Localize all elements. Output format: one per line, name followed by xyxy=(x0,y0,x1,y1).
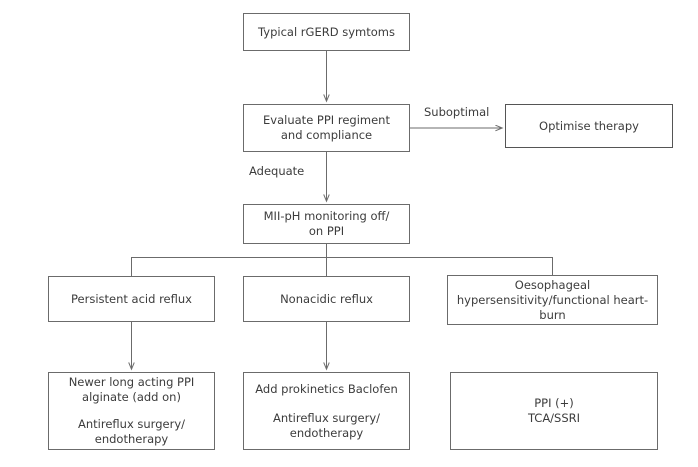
node-line: Persistent acid reflux xyxy=(71,291,192,306)
node-line: burn xyxy=(539,307,566,322)
node-line: endotherapy xyxy=(289,425,364,440)
node-typical-symptoms[interactable]: Typical rGERD symtoms xyxy=(243,13,410,51)
node-oesophageal-hypersensitivity[interactable]: Oesophageal hypersensitivity/functional … xyxy=(447,275,658,325)
edge-label-suboptimal: Suboptimal xyxy=(424,105,490,119)
node-optimise-therapy[interactable]: Optimise therapy xyxy=(505,104,673,148)
node-line: hypersensitivity/functional heart- xyxy=(456,292,649,307)
node-line: Nonacidic reflux xyxy=(280,291,373,306)
node-mii-ph-monitoring[interactable]: MII-pH monitoring off/ on PPI xyxy=(243,204,410,244)
node-ppi-tca-ssri[interactable]: PPI (+) TCA/SSRI xyxy=(450,372,658,450)
node-line: Optimise therapy xyxy=(539,118,639,133)
node-line: Newer long acting PPI xyxy=(68,375,195,389)
node-persistent-acid-reflux[interactable]: Persistent acid reflux xyxy=(48,276,215,322)
node-line: Oesophageal xyxy=(514,277,591,292)
node-line: alginate (add on) xyxy=(82,390,181,404)
node-line: Add prokinetics Baclofen xyxy=(255,381,398,396)
node-line: Typical rGERD symtoms xyxy=(258,24,395,39)
node-line: Antireflux surgery/ xyxy=(273,410,380,425)
node-add-prokinetics[interactable]: Add prokinetics Baclofen Antireflux surg… xyxy=(243,372,410,450)
node-line: PPI (+) xyxy=(534,396,574,410)
node-line: and compliance xyxy=(280,128,373,142)
node-line: endotherapy xyxy=(94,432,169,446)
edge-label-adequate: Adequate xyxy=(249,164,305,178)
node-newer-long-acting-ppi[interactable]: Newer long acting PPI alginate (add on) … xyxy=(48,372,215,450)
node-evaluate-ppi[interactable]: Evaluate PPI regiment and compliance xyxy=(243,104,410,152)
node-line: on PPI xyxy=(308,224,345,238)
node-line: Antireflux surgery/ xyxy=(78,417,185,431)
node-nonacidic-reflux[interactable]: Nonacidic reflux xyxy=(243,276,410,322)
node-line: TCA/SSRI xyxy=(527,411,581,425)
node-line: Evaluate PPI regiment xyxy=(263,113,390,127)
node-line: MII-pH monitoring off/ xyxy=(263,209,390,223)
